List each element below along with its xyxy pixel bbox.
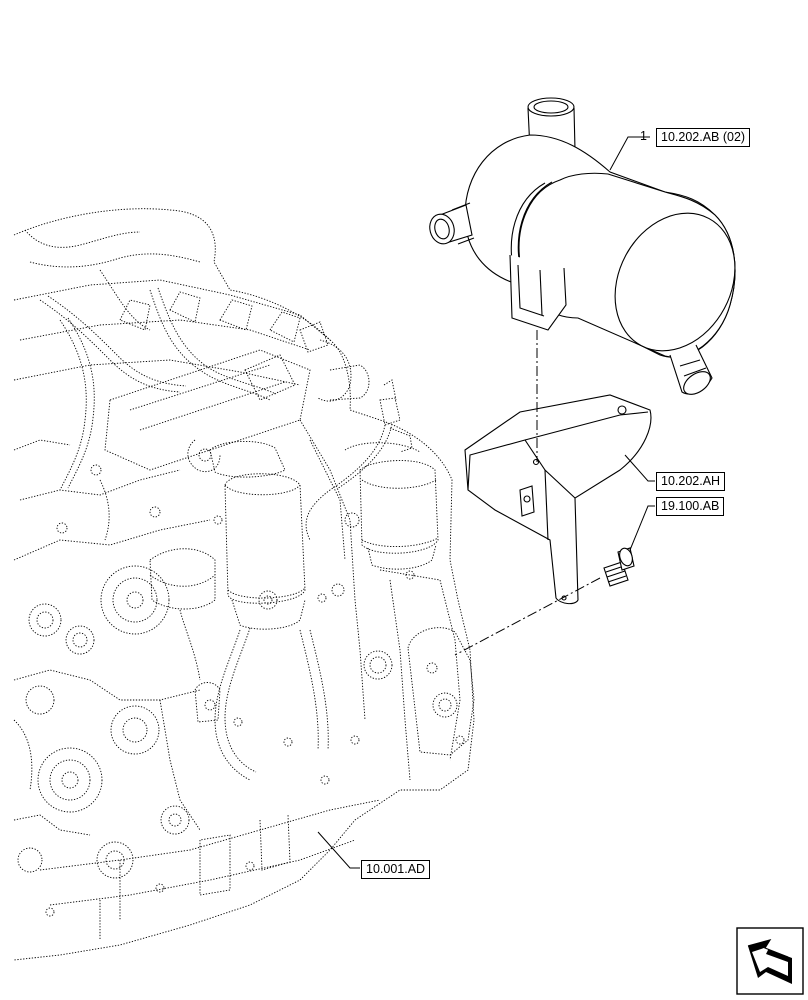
air-filter-drawing — [429, 97, 736, 395]
leader-bolt — [629, 505, 655, 551]
callout-item-number: 1 — [640, 129, 647, 143]
engine-phantom-drawing — [13, 208, 475, 961]
leader-engine — [317, 831, 360, 869]
bracket-drawing — [464, 394, 652, 605]
callout-bolt-reference[interactable]: 19.100.AB — [656, 497, 725, 516]
callout-bracket-reference[interactable]: 10.202.AH — [656, 472, 726, 491]
leader-bracket — [624, 454, 655, 482]
view-orientation-arrow-icon[interactable] — [736, 927, 804, 995]
callout-air-filter-reference[interactable]: 10.202.AB (02) — [656, 128, 751, 147]
assembly-line-bolt-to-engine — [454, 577, 601, 656]
callout-engine-reference[interactable]: 10.001.AD — [361, 860, 431, 879]
bolt-drawing — [603, 547, 635, 587]
leader-air-filter — [609, 136, 650, 171]
